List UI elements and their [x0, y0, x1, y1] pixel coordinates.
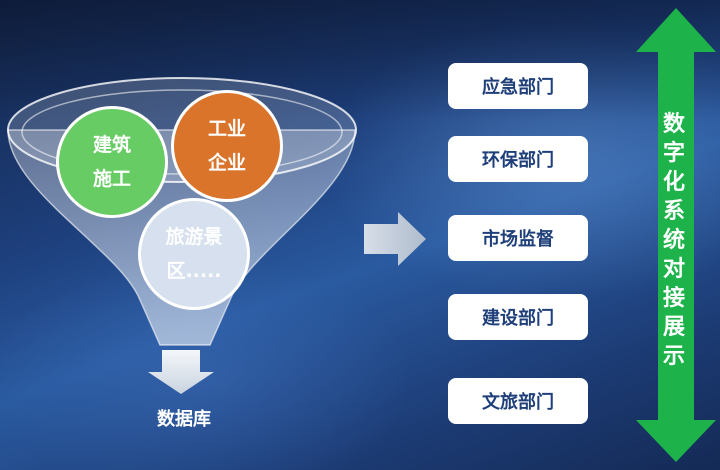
down-arrow-icon: [148, 350, 214, 394]
dept-market: 市场监督: [448, 215, 588, 261]
right-arrow-icon: [364, 212, 426, 266]
database-label: 数据库: [157, 409, 211, 430]
circle-construction: 建筑 施工: [56, 106, 168, 218]
dept-culture-tourism: 文旅部门: [448, 378, 588, 424]
dept-construction: 建设部门: [448, 294, 588, 340]
double-arrow-icon: [636, 8, 716, 462]
circle-tourism: 旅游景 区.....: [138, 198, 250, 310]
side-banner-text: 数字化系统对接展示: [662, 112, 685, 369]
background-shade: [0, 0, 720, 120]
circle-industry: 工业 企业: [171, 90, 283, 202]
dept-emergency: 应急部门: [448, 63, 588, 109]
dept-environment: 环保部门: [448, 136, 588, 182]
